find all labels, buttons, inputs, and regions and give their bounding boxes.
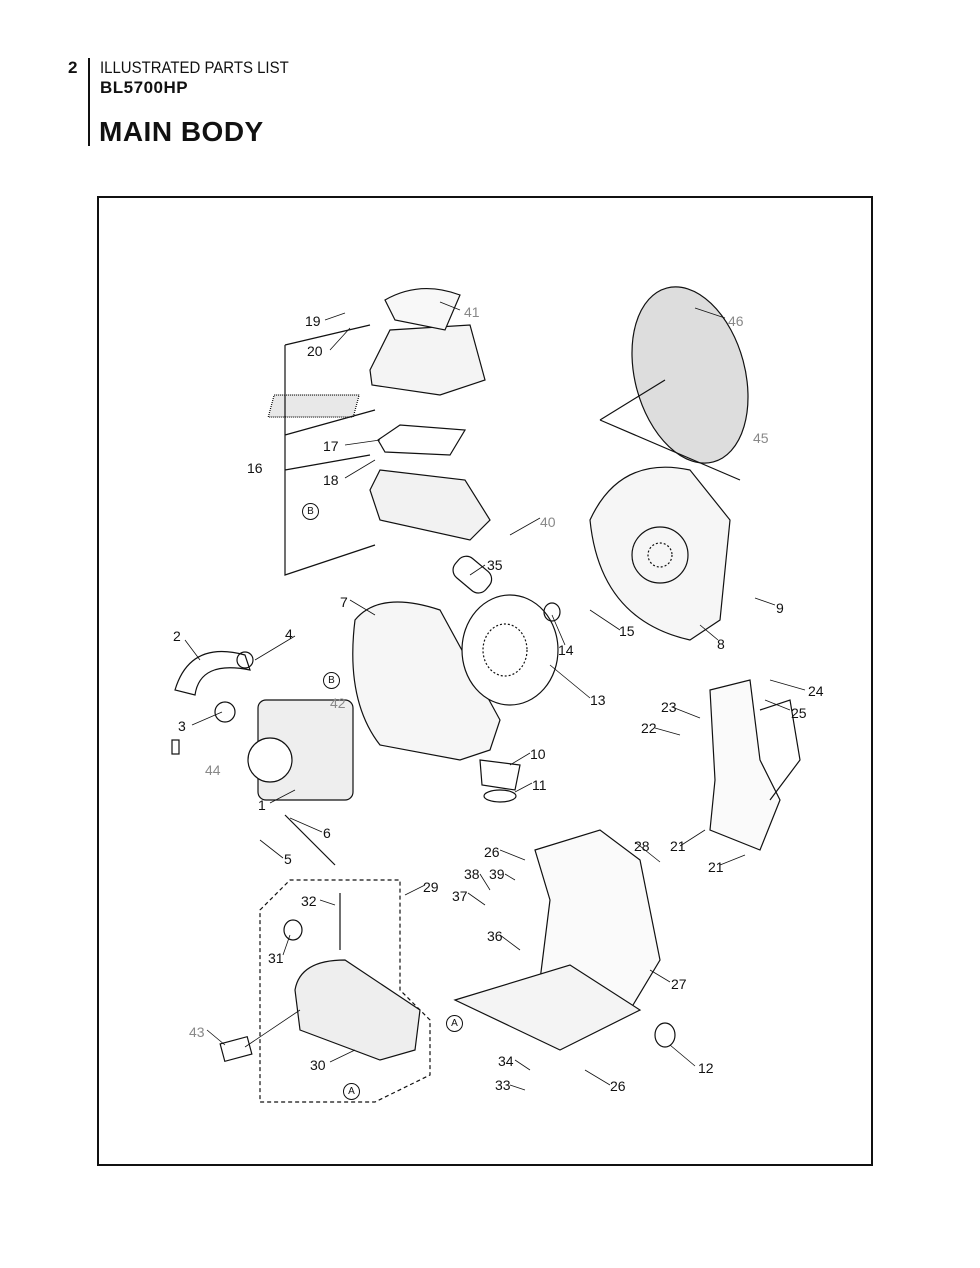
callout-17: 17 [323, 438, 339, 454]
model-number: BL5700HP [100, 78, 189, 97]
fan-case [352, 601, 501, 761]
callout-3: 3 [178, 718, 186, 734]
cover-pad [384, 287, 461, 331]
callout-39: 39 [489, 866, 505, 882]
callout-8: 8 [717, 636, 725, 652]
callout-12: 12 [698, 1060, 714, 1076]
section-label: ILLUSTRATED PARTS LIST [100, 58, 289, 77]
callout-25: 25 [791, 705, 807, 721]
reference-a: A [446, 1015, 463, 1032]
callout-11: 11 [532, 777, 547, 793]
callout-16: 16 [247, 460, 263, 476]
label-43 [219, 1035, 253, 1063]
gasket-35 [452, 555, 493, 594]
air-cleaner-case [369, 469, 491, 541]
callout-10: 10 [530, 746, 546, 762]
clamp-11 [483, 789, 517, 803]
page-title: MAIN BODY [99, 116, 264, 147]
air-filter [267, 394, 360, 418]
callout-46: 46 [728, 313, 744, 329]
callout-18: 18 [323, 472, 339, 488]
fan [461, 594, 559, 706]
callout-1: 1 [258, 797, 266, 813]
callout-4: 4 [285, 626, 293, 642]
hose-2 [174, 651, 251, 696]
callout-42: 42 [330, 695, 346, 711]
callout-22: 22 [641, 720, 657, 736]
grommet-12 [654, 1022, 676, 1048]
label-44 [171, 739, 180, 755]
elbow-10 [479, 759, 521, 791]
callout-9: 9 [776, 600, 784, 616]
reference-b: B [323, 672, 340, 689]
callout-26: 26 [484, 844, 500, 860]
callout-19: 19 [305, 313, 321, 329]
callout-2: 2 [173, 628, 181, 644]
callout-45: 45 [753, 430, 769, 446]
callout-6: 6 [323, 825, 331, 841]
base-plate [453, 964, 642, 1051]
callout-34: 34 [498, 1053, 514, 1069]
screen [631, 286, 749, 464]
washer-14 [543, 602, 561, 622]
callout-30: 30 [310, 1057, 326, 1073]
diagram-frame [97, 196, 873, 1166]
callout-38: 38 [464, 866, 480, 882]
tank-group-outline [259, 879, 431, 1103]
callout-13: 13 [590, 692, 606, 708]
volute-case [589, 466, 731, 641]
reference-b: B [302, 503, 319, 520]
callout-28: 28 [634, 838, 650, 854]
callout-41: 41 [464, 304, 480, 320]
fuel-tank [294, 959, 421, 1061]
callout-27: 27 [671, 976, 687, 992]
callout-15: 15 [619, 623, 635, 639]
tank-cap [283, 919, 303, 941]
callout-14: 14 [558, 642, 574, 658]
callout-23: 23 [661, 699, 677, 715]
callout-33: 33 [495, 1077, 511, 1093]
filter-element [377, 424, 467, 456]
callout-20: 20 [307, 343, 323, 359]
callout-35: 35 [487, 557, 503, 573]
header-divider [88, 58, 90, 146]
air-cleaner-cover [369, 324, 486, 396]
callout-21: 21 [708, 859, 724, 875]
page-number: 2 [68, 58, 78, 77]
callout-44: 44 [205, 762, 221, 778]
callout-40: 40 [540, 514, 556, 530]
callout-5: 5 [284, 851, 292, 867]
callout-24: 24 [808, 683, 824, 699]
callout-7: 7 [340, 594, 348, 610]
bracket-16 [284, 324, 376, 576]
wire-6 [284, 814, 336, 866]
callout-36: 36 [487, 928, 503, 944]
callout-26: 26 [610, 1078, 626, 1094]
callout-37: 37 [452, 888, 468, 904]
callout-29: 29 [423, 879, 439, 895]
reference-a: A [343, 1083, 360, 1100]
callout-31: 31 [268, 950, 284, 966]
callout-21: 21 [670, 838, 686, 854]
callout-43: 43 [189, 1024, 205, 1040]
callout-32: 32 [301, 893, 317, 909]
harness [709, 679, 781, 851]
